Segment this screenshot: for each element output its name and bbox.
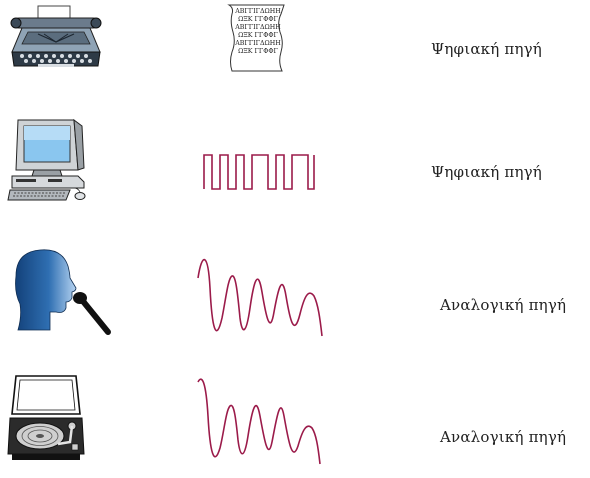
paper-text-line: ΑΒΓΓΙΓΔΩΗΗ [234, 24, 282, 32]
typewriter-icon [8, 4, 104, 72]
printed-paper-sheet: ΑΒΓΓΙΓΔΩΗΗ ΩΞΚ ΓΓΦΦΓ ΑΒΓΓΙΓΔΩΗΗ ΩΞΚ ΓΓΦΦ… [226, 2, 288, 74]
source-label-row-4: Αναλογική πηγή [440, 428, 566, 446]
analog-wave [196, 376, 326, 466]
paper-text-line: ΩΞΚ ΓΓΦΦΓ [234, 32, 282, 40]
source-label-row-3: Αναλογική πηγή [440, 296, 566, 314]
paper-text-line: ΩΞΚ ΓΓΦΦΓ [234, 16, 282, 24]
computer-icon [8, 116, 90, 202]
source-label-row-1: Ψηφιακή πηγή [431, 40, 542, 58]
paper-text-line: ΑΒΓΓΙΓΔΩΗΗ [234, 8, 282, 16]
paper-text-line: ΩΞΚ ΓΓΦΦΓ [234, 48, 282, 56]
analog-wave [196, 258, 326, 340]
turntable-icon [6, 374, 86, 462]
source-label-row-2: Ψηφιακή πηγή [431, 163, 542, 181]
paper-text-line: ΑΒΓΓΙΓΔΩΗΗ [234, 40, 282, 48]
square-pulse-wave [202, 153, 316, 191]
speaker-head-microphone-icon [10, 246, 112, 338]
